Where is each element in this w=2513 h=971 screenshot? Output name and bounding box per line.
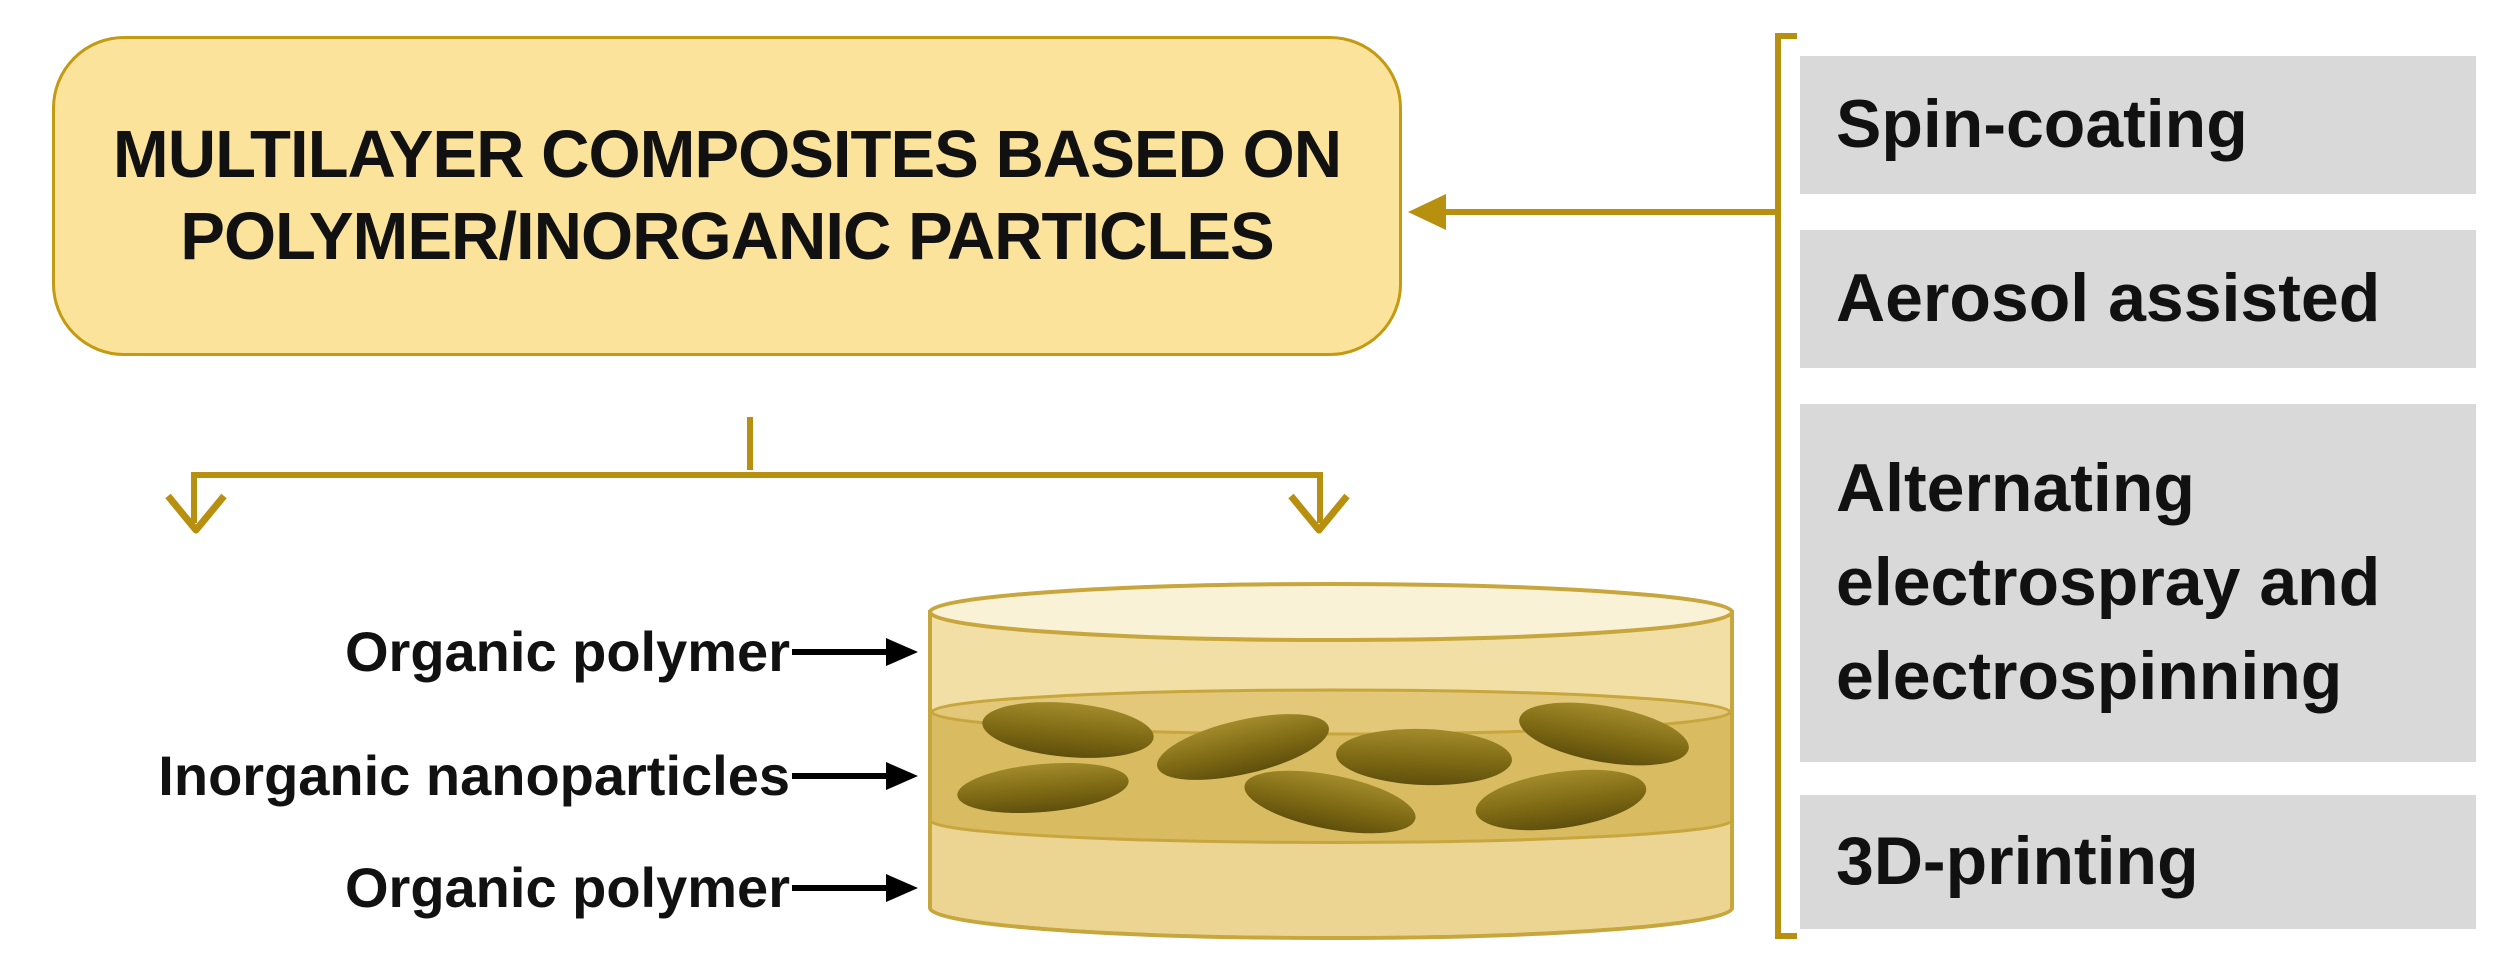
method-bracket [1775,33,1797,939]
method-electrospray-electrospinning: Alternating electrospray and electrospin… [1800,404,2476,762]
method-label-line: electrospinning [1836,637,2343,714]
method-label-line: Alternating [1836,450,2195,527]
label-bottom-polymer: Organic polymer [344,856,790,919]
nanoparticle [1244,770,1416,834]
method-3d-printing: 3D-printing [1800,795,2476,929]
nanoparticle [1157,714,1329,780]
title-line-2: POLYMER/INORGANIC PARTICLES [180,199,1274,274]
method-label: Aerosol assisted [1836,260,2381,337]
multilayer-cylinder [928,582,1734,940]
nanoparticle [957,762,1129,814]
nanoparticle [1519,702,1689,766]
methods-to-title-arrow [1408,194,1778,230]
method-label: 3D-printing [1836,823,2199,900]
method-spin-coating: Spin-coating [1800,56,2476,194]
cylinder-top [928,582,1734,642]
bottom-polymer-layer [932,822,1730,936]
label-nanoparticles: Inorganic nanoparticles [158,744,790,807]
nanoparticles [957,702,1689,834]
method-label-line: electrospray and [1836,544,2381,621]
label-arrows [792,638,918,902]
method-aerosol-assisted: Aerosol assisted [1800,230,2476,368]
label-top-polymer: Organic polymer [344,620,790,683]
title-line-1: MULTILAYER COMPOSITES BASED ON [112,117,1342,193]
nanoparticle [982,702,1154,758]
nanoparticle [1336,728,1512,786]
title-box: MULTILAYER COMPOSITES BASED ON POLYMER/I… [52,36,1402,356]
title-split-connector [165,417,1350,534]
nanoparticle [1475,769,1647,831]
method-label: Spin-coating [1836,86,2248,163]
